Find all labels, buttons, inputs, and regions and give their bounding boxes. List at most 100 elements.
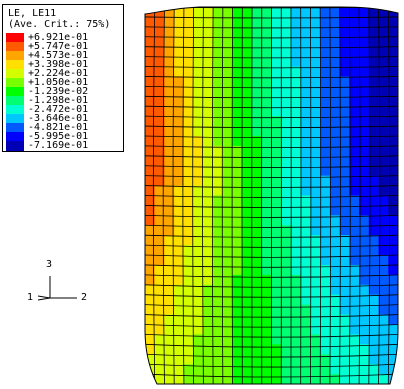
contour-cell — [174, 86, 185, 97]
mesh-line-horizontal — [145, 224, 398, 228]
contour-cell — [329, 96, 341, 107]
contour-cell — [368, 274, 379, 286]
contour-cell — [193, 46, 204, 57]
contour-cell — [271, 245, 282, 256]
contour-cell — [368, 334, 379, 345]
contour-cell — [388, 215, 398, 226]
contour-cell — [232, 255, 243, 266]
contour-cell — [193, 225, 204, 236]
contour-cell — [339, 344, 350, 355]
contour-cell — [378, 135, 389, 147]
contour-cell — [183, 274, 195, 286]
contour-cell — [193, 66, 204, 77]
contour-cell — [320, 145, 331, 157]
contour-cell — [145, 215, 156, 226]
contour-cell — [271, 155, 282, 167]
contour-cell — [203, 344, 214, 355]
contour-cell — [213, 66, 224, 77]
contour-cell — [310, 66, 321, 77]
contour-cell — [203, 235, 214, 246]
contour-cell — [300, 46, 311, 57]
contour-cell — [339, 46, 350, 57]
contour-cell — [145, 344, 156, 355]
contour-cell — [154, 46, 165, 57]
contour-cell — [145, 165, 156, 177]
contour-cell — [310, 46, 321, 57]
contour-cell — [378, 274, 389, 286]
contour-cell — [281, 66, 292, 77]
contour-cell — [300, 334, 311, 345]
contour-cell — [252, 135, 263, 147]
contour-cell — [320, 135, 331, 147]
contour-cell — [349, 264, 360, 276]
mesh-line-horizontal — [145, 155, 398, 159]
contour-cell — [164, 235, 175, 246]
contour-cell — [145, 155, 156, 167]
contour-cell — [261, 195, 272, 206]
legend-swatch — [6, 123, 24, 133]
contour-cell — [222, 284, 233, 296]
contour-cell — [349, 155, 360, 167]
contour-cell — [349, 145, 360, 157]
contour-cell — [242, 46, 253, 57]
contour-cell — [183, 354, 195, 365]
contour-cell — [261, 344, 272, 355]
contour-cell — [242, 36, 253, 48]
legend-entry: -7.169e-01 — [6, 140, 120, 151]
contour-cell — [203, 86, 214, 97]
contour-cell — [232, 86, 243, 97]
contour-cell — [359, 274, 370, 286]
contour-cell — [271, 185, 282, 196]
contour-cell — [154, 16, 165, 28]
contour-cell — [339, 185, 350, 196]
contour-cell — [252, 145, 263, 157]
contour-cell — [320, 76, 331, 87]
contour-cell — [349, 26, 360, 38]
contour-cell — [378, 344, 389, 355]
contour-cell — [310, 76, 321, 87]
legend-entry: +5.747e-01 — [6, 41, 120, 52]
contour-cell — [290, 245, 302, 256]
contour-cell — [164, 304, 175, 315]
contour-cell — [339, 374, 350, 384]
contour-cell — [174, 255, 185, 266]
contour-cell — [359, 364, 370, 375]
contour-cell — [154, 155, 165, 167]
contour-cell — [252, 215, 263, 226]
contour-cell — [339, 86, 350, 97]
contour-cell — [213, 344, 224, 355]
contour-cell — [300, 66, 311, 77]
contour-cell — [193, 36, 204, 48]
contour-cell — [349, 165, 360, 177]
mesh-line-horizontal — [145, 26, 398, 29]
contour-cell — [320, 116, 331, 127]
contour-cell — [388, 16, 398, 28]
contour-cell — [368, 165, 379, 177]
contour-cell — [388, 235, 398, 246]
contour-cell — [281, 354, 292, 365]
contour-cell — [271, 215, 282, 226]
contour-cell — [310, 354, 321, 365]
contour-cell — [232, 354, 243, 365]
contour-cell — [242, 205, 253, 216]
contour-cell — [232, 364, 243, 375]
contour-cell — [368, 56, 379, 67]
contour-cell — [329, 374, 341, 384]
contour-cell — [213, 96, 224, 107]
contour-cell — [183, 225, 195, 236]
contour-cell — [232, 235, 243, 246]
contour-cell — [213, 284, 224, 296]
contour-cell — [320, 374, 331, 384]
contour-cell — [222, 126, 233, 137]
contour-cell — [213, 56, 224, 67]
contour-cell — [232, 16, 243, 28]
contour-cell — [145, 314, 156, 325]
contour-cell — [252, 374, 263, 384]
contour-cell — [242, 126, 253, 137]
contour-cell — [368, 96, 379, 107]
contour-cell — [174, 56, 185, 67]
contour-cell — [329, 106, 341, 117]
contour-cell — [232, 215, 243, 226]
mesh-line-horizontal — [145, 105, 398, 109]
legend-title: LE, LE11 — [8, 8, 57, 19]
